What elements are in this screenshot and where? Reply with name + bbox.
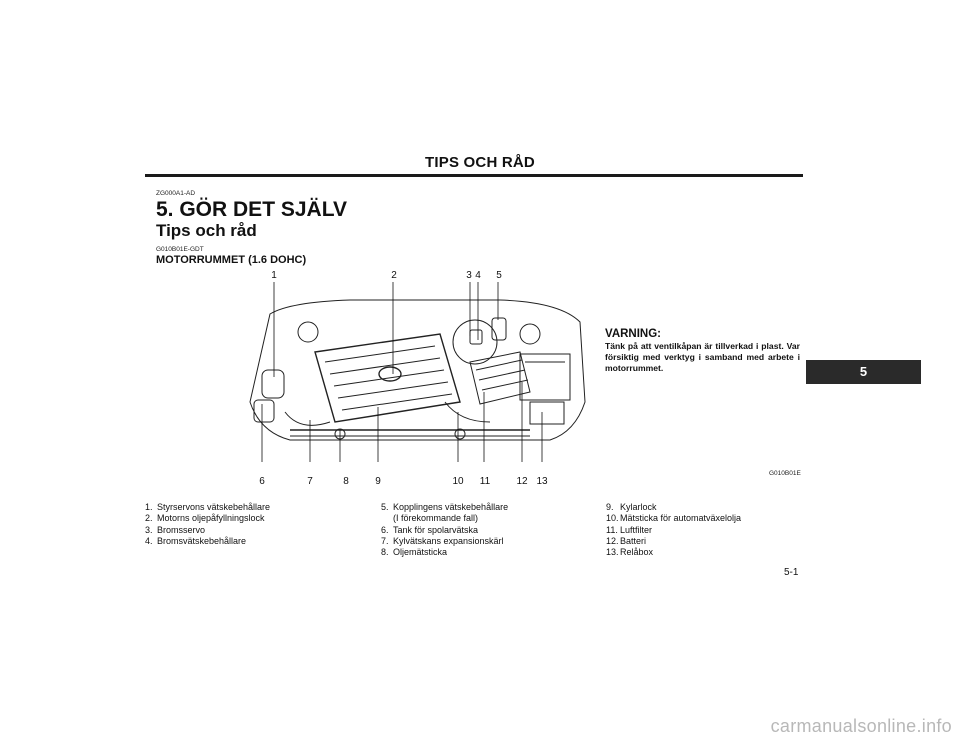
- relay-box: [529, 401, 565, 425]
- radiator-cap: [454, 428, 466, 440]
- air-filter-box: [469, 351, 531, 405]
- figure-code: G010B01E: [769, 470, 801, 477]
- callout-1: 1: [271, 270, 277, 281]
- chapter-subtitle: Tips och råd: [156, 221, 257, 240]
- warning-title: VARNING:: [605, 328, 662, 340]
- warning-box: VARNING: Tänk på att ventilkåpan är till…: [605, 328, 800, 374]
- callout-13: 13: [536, 476, 548, 487]
- legend-item: 4.Bromsvätskebehållare: [145, 535, 247, 546]
- chapter-code: ZG000A1-AD: [156, 190, 196, 197]
- callout-4: 4: [475, 270, 481, 281]
- callout-5: 5: [496, 270, 502, 281]
- watermark: carmanualsonline.info: [770, 716, 952, 736]
- engine-bay-diagram: 1 2 3 4 5 6 7 8 9 10 11 12 13: [230, 262, 600, 492]
- legend-item: 9.Kylarlock: [606, 502, 657, 512]
- power-steering-reservoir: [261, 369, 285, 399]
- header-rule: [145, 174, 803, 177]
- legend-item: 3.Bromsservo: [145, 524, 206, 535]
- callout-11: 11: [480, 476, 491, 487]
- callout-3: 3: [466, 270, 472, 281]
- legend-item: 12.Batteri: [606, 535, 647, 546]
- callout-8: 8: [343, 476, 349, 487]
- callout-7: 7: [307, 476, 313, 487]
- section-heading: MOTORRUMMET (1.6 DOHC): [156, 254, 307, 266]
- legend-column-3: 9.Kylarlock 10.Mätsticka för automatväxe…: [606, 502, 741, 558]
- page-header-title: TIPS OCH RÅD: [425, 154, 535, 171]
- clutch-reservoir: [491, 317, 507, 341]
- legend-item: 8.Oljemätsticka: [381, 547, 448, 558]
- legend-item: 7.Kylvätskans expansionskärl: [381, 535, 504, 546]
- leader-lines: [261, 282, 543, 462]
- chapter-title: 5. GÖR DET SJÄLV: [156, 198, 347, 221]
- oil-filler-cap: [378, 366, 402, 382]
- brake-fluid-reservoir: [469, 329, 483, 345]
- callout-2: 2: [391, 270, 397, 281]
- callout-6: 6: [259, 476, 265, 487]
- engine-bay-illustration: 1 2 3 4 5 6 7 8 9 10 11 12 13: [249, 270, 586, 487]
- legend-item: 13.Relåbox: [606, 547, 654, 558]
- section-code: G010B01E-GDT: [156, 246, 204, 253]
- warning-text: Tänk på att ventilkåpan är tillverkad i …: [605, 341, 800, 373]
- legend-item: 5.Kopplingens vätskebehållare: [381, 502, 509, 512]
- callout-9: 9: [375, 476, 381, 487]
- legend-item: 11.Luftfilter: [606, 524, 653, 535]
- washer-tank: [253, 399, 275, 423]
- engine-block: [314, 333, 461, 423]
- page-number: 5-1: [784, 567, 799, 578]
- legend-item: 1.Styrservons vätskebehållare: [145, 502, 271, 512]
- legend-column-1: 1.Styrservons vätskebehållare 2.Motorns …: [145, 502, 270, 547]
- callout-12: 12: [516, 476, 528, 487]
- brake-booster: [452, 319, 498, 365]
- legend-item: 2.Motorns oljepåfyllningslock: [145, 513, 265, 524]
- legend-item: 10.Mätsticka för automatväxelolja: [606, 513, 742, 524]
- battery: [519, 353, 571, 401]
- legend-item: 6.Tank för spolarvätska: [381, 524, 479, 535]
- callout-10: 10: [452, 476, 464, 487]
- legend-column-2: 5.Kopplingens vätskebehållare (I förekom…: [381, 502, 508, 558]
- legend-item-note: (I förekommande fall): [393, 513, 479, 524]
- engine-bay-outline: [249, 299, 586, 441]
- chapter-tab: 5: [806, 360, 921, 384]
